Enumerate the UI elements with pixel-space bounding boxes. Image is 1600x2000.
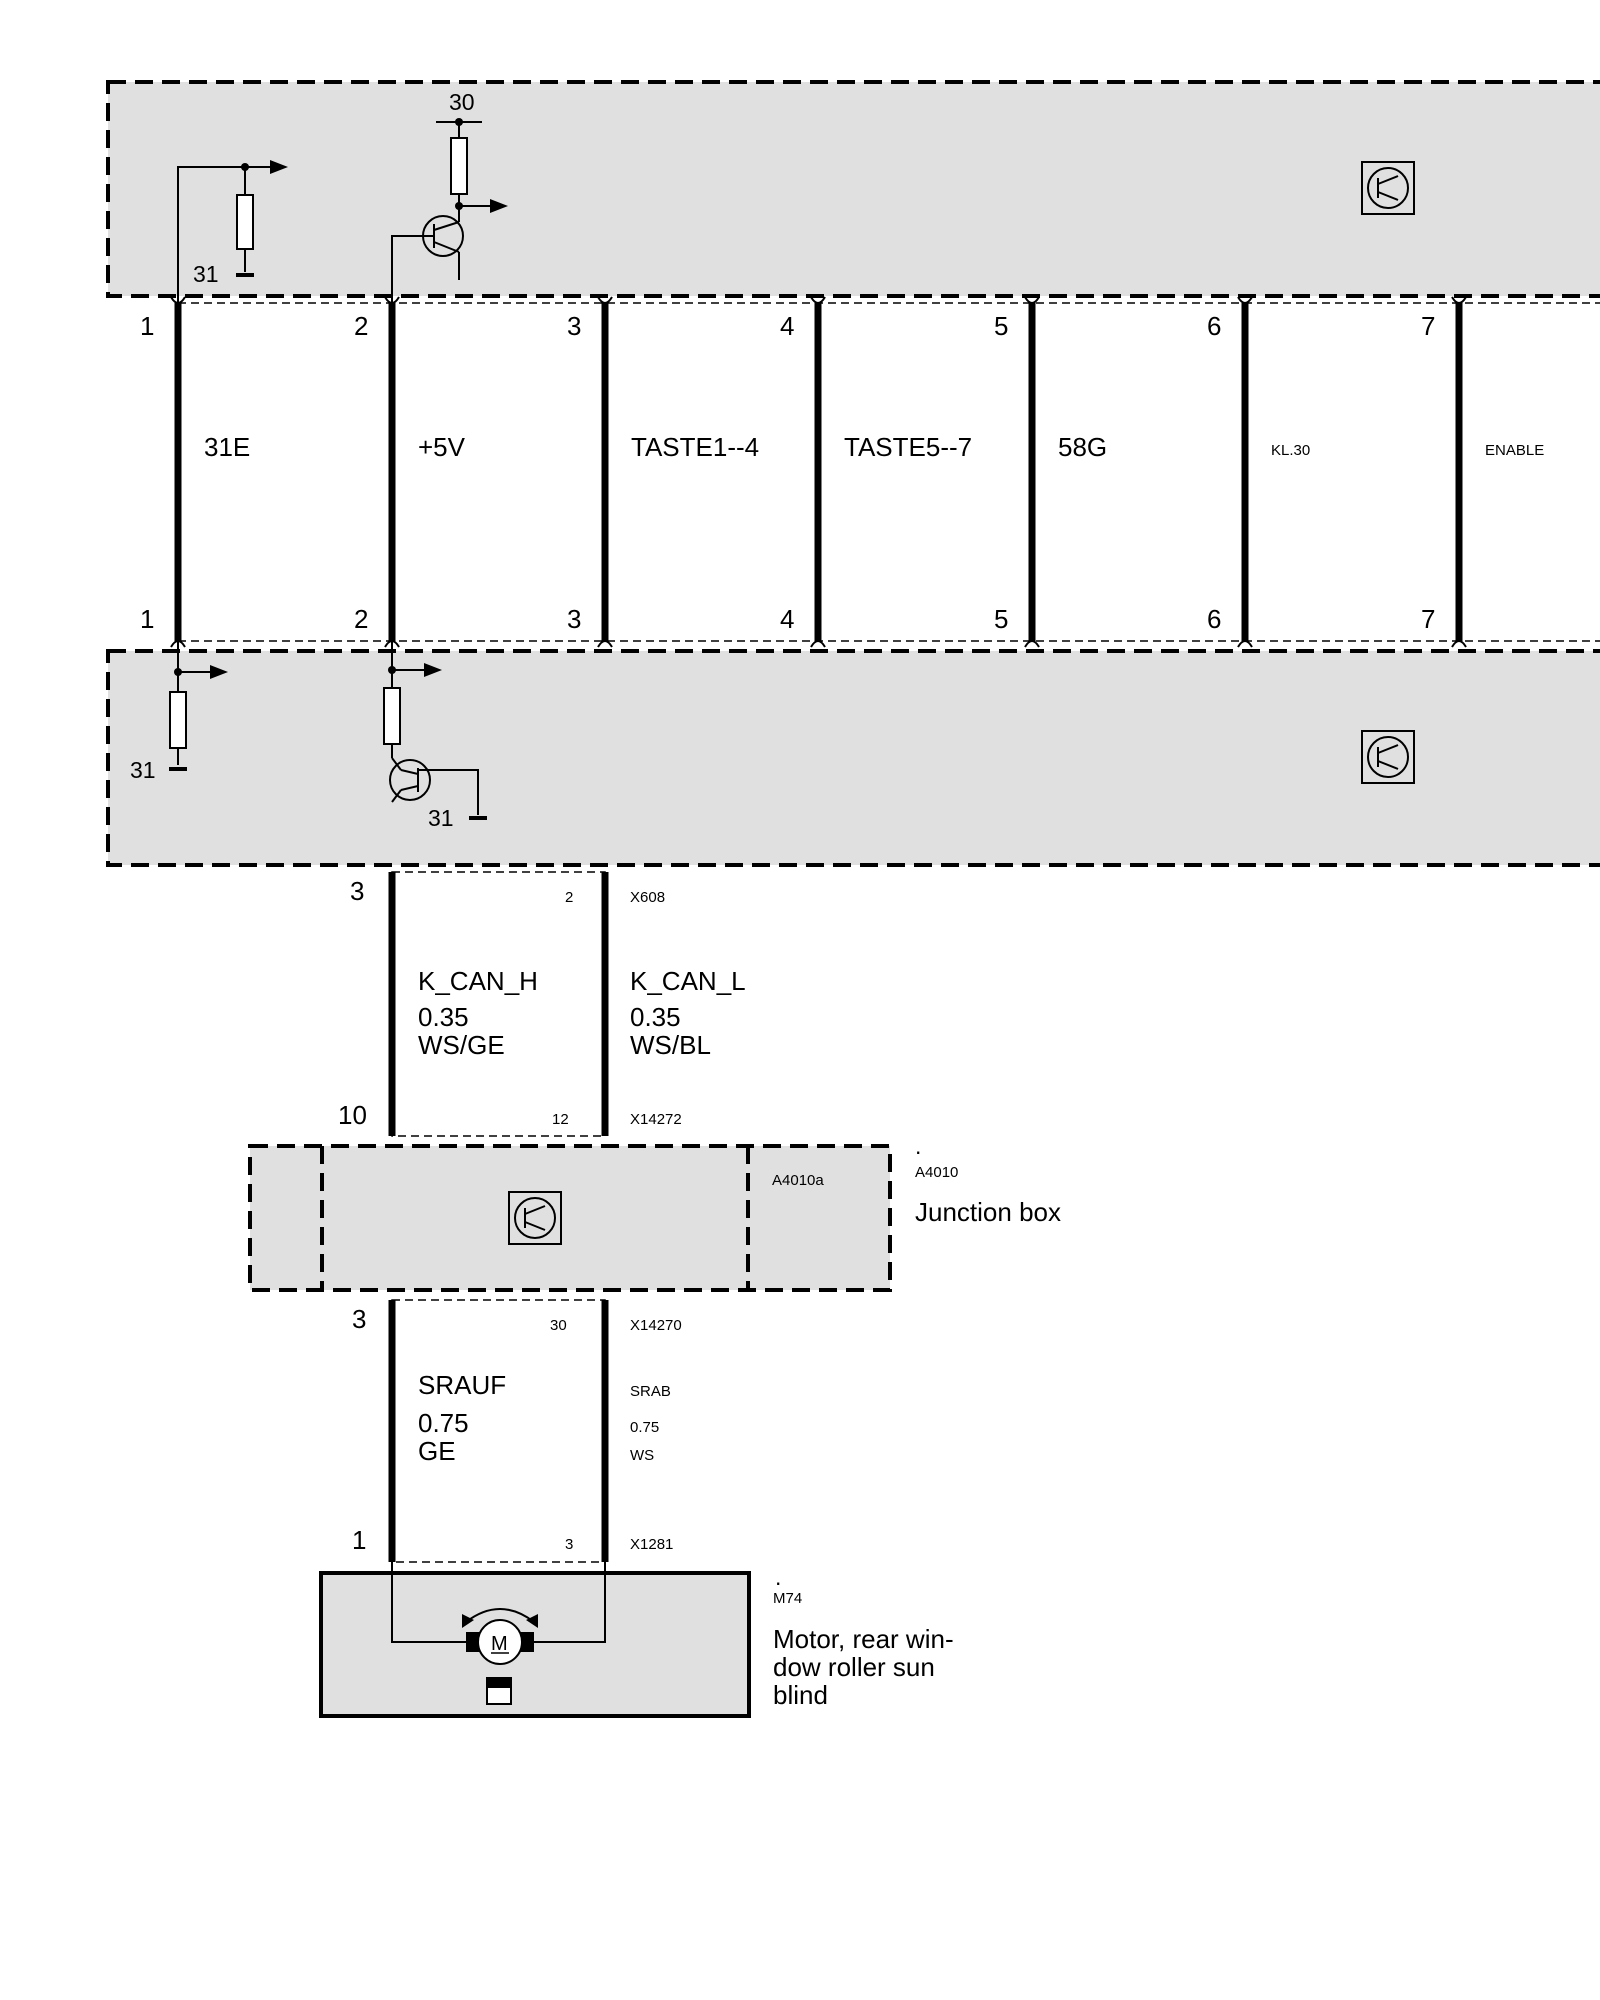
bus-signal-7: ENABLE — [1485, 442, 1544, 459]
top-transistor-circuit: 30 — [391, 89, 508, 303]
k-can-h-color: WS/GE — [418, 1030, 505, 1060]
motor-left-pin-top: 3 — [352, 1304, 366, 1334]
k-can-l-color: WS/BL — [630, 1030, 711, 1060]
bus-pin-notch — [170, 296, 186, 304]
bus-pin-bottom-1: 1 — [140, 604, 154, 634]
can-right-pin-top: 2 — [565, 889, 573, 906]
srauf-color: GE — [418, 1436, 456, 1466]
motor-box — [319, 1571, 751, 1718]
middle-pulldown-circuit: 31 — [130, 641, 228, 783]
junction-name: Junction box — [915, 1197, 1061, 1227]
k-can-l-gauge: 0.35 — [630, 1002, 681, 1032]
bus-pin-bottom-2: 2 — [354, 604, 368, 634]
top-ground-label: 31 — [193, 261, 219, 287]
motor-dot: . — [775, 1564, 781, 1590]
middle-transistor-circuit: 31 — [383, 641, 487, 831]
bus-pin-top-5: 5 — [994, 311, 1008, 341]
middle-ground-label-1: 31 — [130, 757, 156, 783]
junction-sub-id: A4010a — [772, 1172, 824, 1189]
top-control-module — [106, 80, 1600, 298]
bus-pin-notch — [810, 640, 826, 648]
bus-pin-bottom-5: 5 — [994, 604, 1008, 634]
motor-id: M74 — [773, 1590, 802, 1607]
motor-symbol-icon: M — [391, 1562, 606, 1705]
bus-pin-notch — [810, 296, 826, 304]
bus-pin-notch — [1024, 296, 1040, 304]
bus-pin-top-1: 1 — [140, 311, 154, 341]
junction-dot: . — [915, 1133, 921, 1159]
bus-pin-top-3: 3 — [567, 311, 581, 341]
bus-pin-top-4: 4 — [780, 311, 794, 341]
bus-pin-notch — [1451, 296, 1467, 304]
bus-signal-3: TASTE1--4 — [631, 432, 759, 462]
can-left-pin-top: 3 — [350, 876, 364, 906]
bus-pin-bottom-6: 6 — [1207, 604, 1221, 634]
srab-color: WS — [630, 1447, 654, 1464]
bus-pin-notch — [597, 296, 613, 304]
motor-connector-top: X14270 — [630, 1317, 682, 1334]
k-can-h-gauge: 0.35 — [418, 1002, 469, 1032]
motor-symbol-letter: M — [491, 1633, 508, 1655]
bus-pin-notch — [1237, 640, 1253, 648]
top-supply-label: 30 — [449, 89, 475, 115]
bus-signal-5: 58G — [1058, 432, 1107, 462]
junction-id: A4010 — [915, 1164, 958, 1181]
can-right-pin-bottom: 12 — [552, 1111, 569, 1128]
can-connector-top: X608 — [630, 889, 665, 906]
motor-name-line1: Motor, rear win- — [773, 1624, 954, 1654]
bus-pin-notch — [1237, 296, 1253, 304]
middle-control-module — [106, 649, 1600, 867]
bus-pin-notch — [384, 296, 400, 304]
motor-right-pin-top: 30 — [550, 1317, 567, 1334]
k-can-l-signal: K_CAN_L — [630, 966, 746, 996]
srauf-gauge: 0.75 — [418, 1408, 469, 1438]
motor-connector-bottom: X1281 — [630, 1536, 673, 1553]
can-left-pin-bottom: 10 — [338, 1100, 367, 1130]
motor-left-pin-bottom: 1 — [352, 1525, 366, 1555]
bus-signal-2: +5V — [418, 432, 466, 462]
middle-ground-label-2: 31 — [428, 805, 454, 831]
motor-name-line3: blind — [773, 1680, 828, 1710]
junction-bus-symbol-icon — [508, 1191, 562, 1245]
bus-pin-bottom-7: 7 — [1421, 604, 1435, 634]
srab-signal: SRAB — [630, 1383, 671, 1400]
bus-wires: 1131E22+5V33TASTE1--444TASTE5--75558G66K… — [140, 296, 1544, 648]
bus-signal-4: TASTE5--7 — [844, 432, 972, 462]
bus-pin-top-2: 2 — [354, 311, 368, 341]
bus-pin-notch — [597, 640, 613, 648]
srab-gauge: 0.75 — [630, 1419, 659, 1436]
can-connector-bottom: X14272 — [630, 1111, 682, 1128]
motor-name-line2: dow roller sun — [773, 1652, 935, 1682]
bus-pin-top-7: 7 — [1421, 311, 1435, 341]
bus-pin-notch — [1451, 640, 1467, 648]
bus-signal-1: 31E — [204, 432, 250, 462]
k-can-h-signal: K_CAN_H — [418, 966, 538, 996]
bus-pin-bottom-4: 4 — [780, 604, 794, 634]
top-bus-symbol-icon — [1361, 161, 1415, 215]
bus-pin-notch — [1024, 640, 1040, 648]
middle-bus-symbol-icon — [1361, 730, 1415, 784]
bus-signal-6: KL.30 — [1271, 442, 1310, 459]
srauf-signal: SRAUF — [418, 1370, 506, 1400]
bus-pin-bottom-3: 3 — [567, 604, 581, 634]
junction-box — [248, 1144, 892, 1292]
top-pulldown-circuit: 31 — [177, 160, 288, 303]
motor-right-pin-bottom: 3 — [565, 1536, 573, 1553]
bus-pin-top-6: 6 — [1207, 311, 1221, 341]
